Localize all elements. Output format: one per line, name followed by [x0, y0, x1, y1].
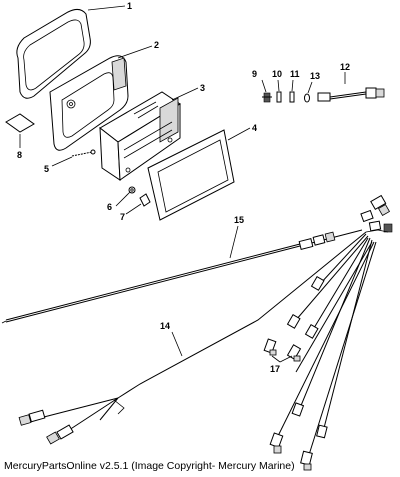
leader-line-17b: [279, 355, 293, 363]
harness-branch-leads[interactable]: [277, 233, 377, 459]
callout-8: 8: [17, 150, 22, 160]
callout-10: 10: [272, 69, 282, 79]
leader-line-7: [125, 203, 142, 215]
part-1-bezel-cover[interactable]: [16, 8, 91, 99]
leader-line-11: [291, 79, 294, 92]
leader-line-4: [227, 127, 251, 141]
leader-line-5: [51, 156, 73, 167]
harness-branch-connectors[interactable]: [269, 275, 328, 471]
part-4-gasket[interactable]: [147, 129, 235, 221]
callout-13: 13: [310, 71, 320, 81]
image-caption: MercuryPartsOnline v2.5.1 (Image Copyrig…: [4, 460, 295, 472]
leader-line-15: [229, 225, 239, 259]
callout-4: 4: [252, 123, 257, 133]
leader-line-2: [117, 45, 153, 59]
callout-9: 9: [252, 69, 257, 79]
leader-line-1: [87, 5, 126, 11]
part-3-control-module[interactable]: [99, 91, 181, 181]
callout-7: 7: [120, 212, 125, 222]
part-17-terminal-caps[interactable]: [263, 338, 302, 362]
part-10-washer[interactable]: [276, 91, 282, 103]
part-6-nut[interactable]: [128, 186, 136, 194]
leader-line-3: [171, 87, 199, 101]
part-7-clip[interactable]: [139, 193, 151, 207]
callout-6: 6: [107, 202, 112, 212]
callout-3: 3: [200, 83, 205, 93]
part-13-o-ring[interactable]: [304, 93, 310, 103]
callout-11: 11: [290, 69, 300, 79]
leader-line-14: [171, 331, 183, 357]
callout-15: 15: [234, 215, 244, 225]
part-2-display-housing[interactable]: [49, 55, 129, 151]
leader-line-6: [115, 191, 131, 207]
leader-line-17a: [271, 355, 281, 363]
callout-14: 14: [160, 321, 170, 331]
part-12-sensor[interactable]: [317, 87, 385, 102]
part-5-screw[interactable]: [71, 149, 96, 157]
part-9-fitting[interactable]: [262, 92, 272, 103]
harness-14[interactable]: [18, 231, 367, 445]
leader-line-13: [307, 81, 313, 94]
callout-1: 1: [127, 1, 132, 11]
leader-line-9: [261, 79, 267, 93]
part-8-label[interactable]: [5, 113, 35, 133]
callout-12: 12: [340, 62, 350, 72]
leader-line-10: [277, 79, 280, 92]
callout-17: 17: [270, 364, 280, 374]
harness-junction-connectors[interactable]: [360, 194, 393, 233]
callout-5: 5: [44, 164, 49, 174]
part-11-spacer[interactable]: [289, 91, 295, 103]
harness-15[interactable]: [1, 229, 363, 324]
callout-2: 2: [154, 40, 159, 50]
